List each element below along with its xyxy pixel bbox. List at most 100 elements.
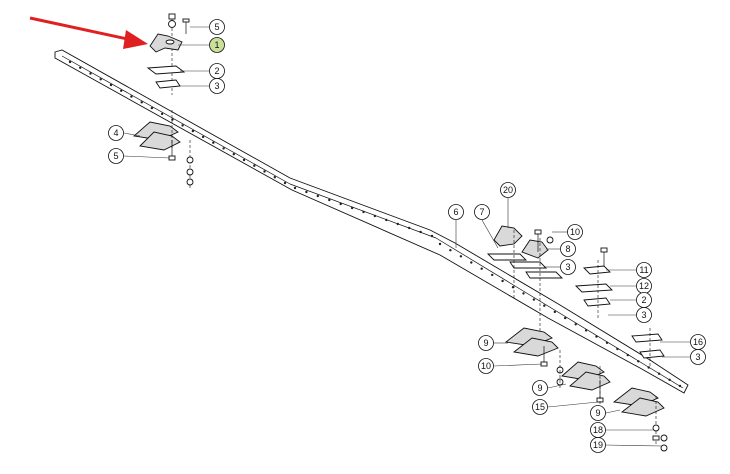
callout-4[interactable]: 4 <box>108 125 124 141</box>
cutter-bar <box>54 49 689 394</box>
bar-hole <box>263 170 266 173</box>
callout-3-d[interactable]: 3 <box>690 349 706 365</box>
svg-text:6: 6 <box>453 207 458 217</box>
bar-hole <box>385 218 388 222</box>
bar-hole <box>553 310 556 314</box>
callout-3-b[interactable]: 3 <box>560 259 576 275</box>
svg-text:1: 1 <box>214 40 219 50</box>
bar-hole <box>201 135 205 139</box>
callout-18[interactable]: 18 <box>590 422 606 438</box>
svg-text:5: 5 <box>113 151 118 161</box>
callout-2-b[interactable]: 2 <box>636 292 652 308</box>
bar-hole <box>626 353 629 357</box>
callout-3-c[interactable]: 3 <box>636 307 652 323</box>
svg-text:2: 2 <box>641 295 646 305</box>
bar-hole <box>109 83 113 87</box>
bar-hole <box>253 164 256 167</box>
bar-hole <box>140 101 143 104</box>
leader-lines <box>123 26 690 447</box>
bar-hole <box>232 153 235 156</box>
bar-hole <box>501 279 504 283</box>
bar-hole <box>668 378 671 381</box>
callout-7[interactable]: 7 <box>474 204 490 220</box>
svg-text:9: 9 <box>595 408 600 418</box>
bar-hole <box>511 286 515 289</box>
bar-hole <box>470 261 473 264</box>
bar-hole <box>373 214 377 218</box>
bar-hole <box>120 89 123 93</box>
bar-hole <box>491 273 494 277</box>
bar-hole <box>283 181 287 185</box>
callout-20[interactable]: 20 <box>500 182 516 198</box>
left-guard-assembly <box>132 110 194 190</box>
bar-hole <box>574 323 577 326</box>
bar-hole <box>449 249 452 252</box>
bar-hole <box>605 341 609 344</box>
bar-hole <box>637 360 640 363</box>
bar-hole <box>160 112 164 116</box>
svg-text:3: 3 <box>695 352 700 362</box>
callout-9[interactable]: 9 <box>478 335 494 351</box>
callout-5-lower[interactable]: 5 <box>108 148 124 164</box>
callout-3[interactable]: 3 <box>209 78 225 94</box>
svg-text:10: 10 <box>570 227 580 237</box>
callout-8[interactable]: 8 <box>560 241 576 257</box>
bar-hole <box>522 292 525 295</box>
callout-5[interactable]: 5 <box>209 19 225 35</box>
callout-1[interactable]: 1 <box>209 37 225 53</box>
bar-hole <box>459 255 463 258</box>
svg-text:3: 3 <box>214 81 219 91</box>
svg-text:19: 19 <box>593 440 603 450</box>
callout-11[interactable]: 11 <box>636 262 652 278</box>
bar-hole <box>564 316 567 320</box>
svg-text:18: 18 <box>593 425 603 435</box>
svg-text:2: 2 <box>214 66 219 76</box>
svg-text:15: 15 <box>535 402 545 412</box>
bar-hole <box>68 60 72 64</box>
svg-text:9: 9 <box>483 338 488 348</box>
bar-hole <box>130 95 133 98</box>
bar-hole <box>328 198 331 202</box>
top-left-assembly <box>146 13 190 95</box>
bar-hole <box>222 147 225 150</box>
callout-10-b[interactable]: 10 <box>478 358 494 374</box>
bar-hole <box>419 230 422 234</box>
bar-hole <box>532 298 536 301</box>
bar-hole <box>212 141 215 144</box>
bar-hole <box>430 234 434 238</box>
right-assembly <box>486 225 668 452</box>
pointer-arrow <box>29 16 148 49</box>
svg-text:4: 4 <box>113 128 118 138</box>
bar-hole <box>181 124 184 127</box>
callout-10[interactable]: 10 <box>567 224 583 240</box>
bar-hole <box>396 222 399 226</box>
bar-hole <box>242 158 246 162</box>
callout-2[interactable]: 2 <box>209 63 225 79</box>
svg-text:7: 7 <box>479 207 484 217</box>
bar-hole <box>362 210 365 214</box>
callout-12[interactable]: 12 <box>636 278 652 294</box>
svg-text:16: 16 <box>693 337 703 347</box>
callout-6[interactable]: 6 <box>448 204 464 220</box>
bar-hole <box>293 186 297 190</box>
callout-15[interactable]: 15 <box>532 399 548 415</box>
svg-text:12: 12 <box>639 281 649 291</box>
bar-hole <box>480 267 483 270</box>
callout-9-b[interactable]: 9 <box>532 380 548 396</box>
bar-hole <box>79 66 82 70</box>
bar-hole <box>350 206 354 210</box>
bar-hole <box>316 194 319 198</box>
bar-hole <box>584 329 588 332</box>
bar-hole <box>678 384 682 388</box>
bar-hole <box>647 366 650 369</box>
bar-hole <box>273 176 276 179</box>
svg-text:9: 9 <box>537 383 542 393</box>
callout-16[interactable]: 16 <box>690 334 706 350</box>
svg-text:5: 5 <box>214 22 219 32</box>
callout-19[interactable]: 19 <box>590 437 606 453</box>
svg-text:20: 20 <box>503 185 513 195</box>
callout-9-c[interactable]: 9 <box>590 405 606 421</box>
svg-text:10: 10 <box>481 361 491 371</box>
